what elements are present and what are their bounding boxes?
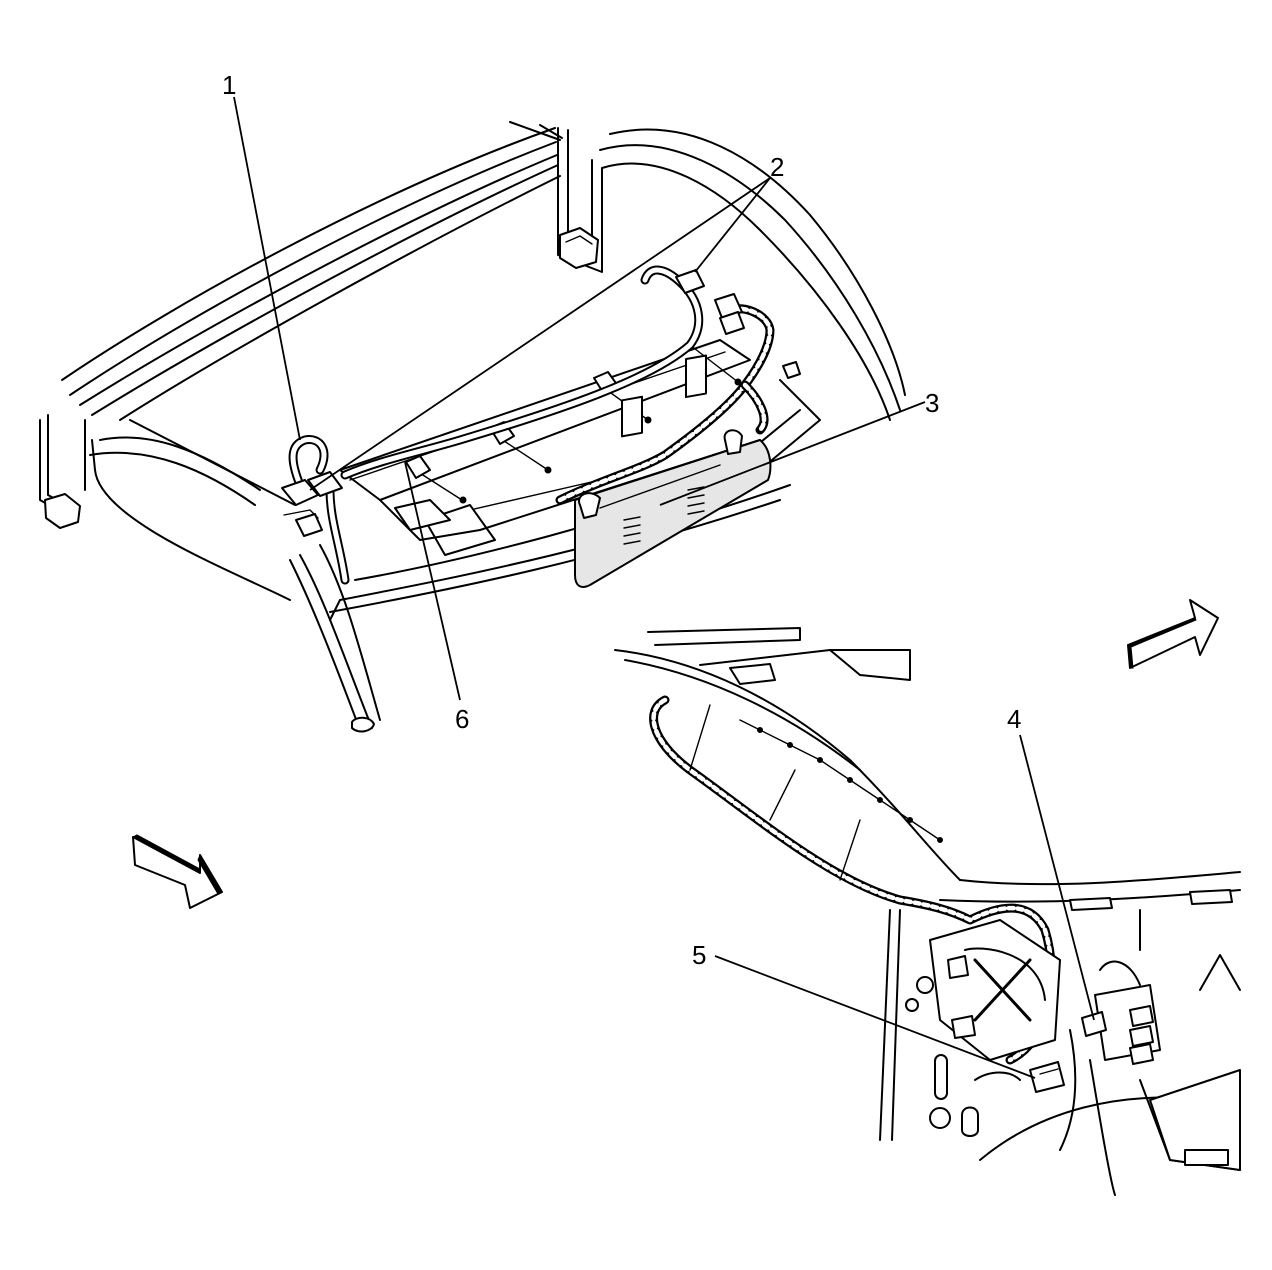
connector-2-right (675, 269, 801, 379)
left-a-pillar (39, 414, 381, 733)
roof-header-view (39, 121, 906, 733)
connector-4 (1081, 1011, 1107, 1037)
callout-leaders (233, 96, 1095, 1079)
connector-2-left (307, 471, 343, 497)
sunshade-harness (555, 304, 775, 505)
callout-4: 4 (1007, 704, 1021, 734)
visor-mirror-left (621, 395, 643, 545)
steering-column (979, 954, 1241, 1196)
visor-mirror-right (685, 354, 707, 515)
callout-6: 6 (455, 704, 469, 734)
callout-5: 5 (692, 940, 706, 970)
direction-arrow-icon (131, 834, 223, 909)
dash-lower-view (614, 627, 1241, 1196)
callout-3: 3 (925, 388, 939, 418)
direction-arrow-icon (1126, 599, 1219, 669)
center-pillar (557, 127, 906, 421)
junction-block (1094, 960, 1161, 1065)
dash-top-edge (614, 627, 1241, 951)
connector-5 (1029, 1061, 1065, 1093)
callout-1: 1 (222, 70, 236, 100)
sun-visor (574, 354, 772, 588)
callout-labels: 1 2 3 4 5 6 (222, 70, 1021, 970)
dash-bracket (879, 909, 1061, 1141)
callout-2: 2 (770, 152, 784, 182)
connector-1 (281, 479, 323, 537)
roof-rail (61, 121, 563, 421)
header-trim-panel (339, 339, 761, 541)
